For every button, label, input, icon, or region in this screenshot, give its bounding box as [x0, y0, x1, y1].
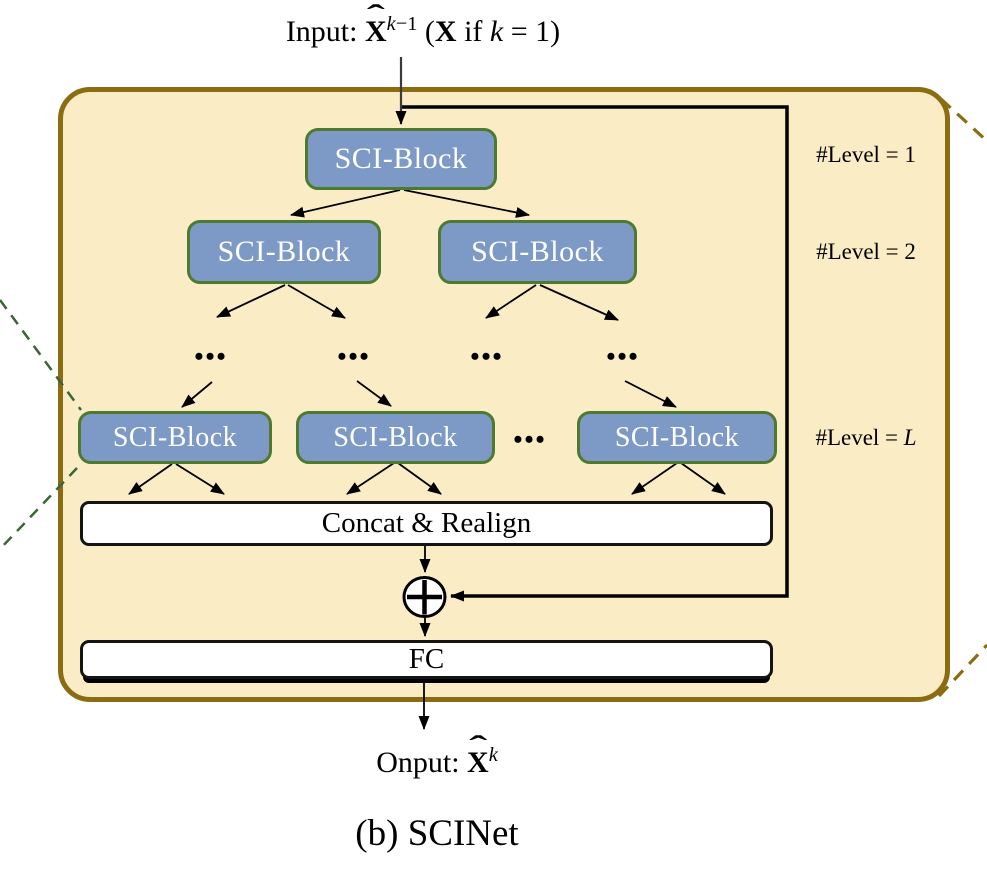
- ellipsis-levelL: •••: [513, 425, 547, 454]
- input-label-prefix: Input:: [285, 15, 365, 48]
- ellipsis-row1-a: •••: [194, 342, 228, 371]
- sci-block-level1: SCI-Block: [305, 128, 497, 190]
- fc-box: FC: [80, 640, 773, 679]
- output-label-prefix: Onput:: [376, 746, 468, 779]
- scinet-panel: [58, 87, 950, 702]
- sci-block-label: SCI-Block: [112, 421, 238, 453]
- level-label-2: #Level = 2: [816, 239, 916, 264]
- ellipsis-row1-d: •••: [606, 342, 640, 371]
- sci-block-label: SCI-Block: [333, 421, 458, 453]
- sci-block-levelL-3: SCI-Block: [577, 411, 777, 464]
- concat-realign-box: Concat & Realign: [80, 501, 773, 546]
- ellipsis-row1-b: •••: [337, 342, 371, 371]
- concat-realign-label: Concat & Realign: [321, 507, 532, 539]
- ellipsis-row1-c: •••: [470, 342, 504, 371]
- sci-block-label: SCI-Block: [334, 142, 468, 175]
- figure-caption: (b) SCINet: [355, 813, 519, 854]
- sci-block-label: SCI-Block: [614, 421, 740, 453]
- sci-block-label: SCI-Block: [217, 235, 351, 268]
- level-label-L: #Level = L: [815, 425, 917, 450]
- sci-block-levelL-1: SCI-Block: [78, 411, 272, 464]
- sci-block-levelL-2: SCI-Block: [296, 411, 495, 464]
- sci-block-label: SCI-Block: [471, 235, 604, 268]
- sci-block-level2-left: SCI-Block: [187, 220, 381, 284]
- level-label-1: #Level = 1: [816, 142, 916, 167]
- sci-block-level2-right: SCI-Block: [438, 220, 637, 284]
- fc-label: FC: [408, 643, 445, 675]
